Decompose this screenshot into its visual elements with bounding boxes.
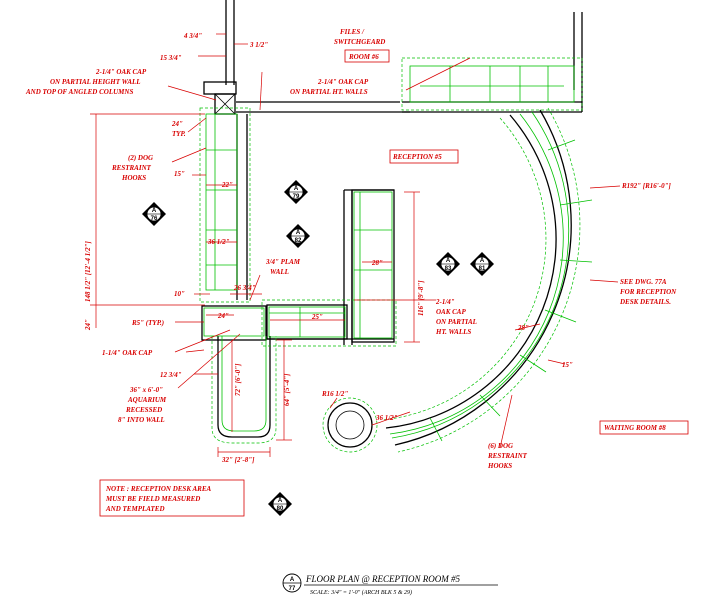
dim-28-b: 28" [517,324,529,332]
oak-cap-left-2: ON PARTIAL HEIGHT WALL [50,78,141,86]
dim-24-side: 24" [84,319,92,331]
dim-15-3-4: 15 3/4" [160,54,182,62]
reception-label: RECEPTION #5 [392,153,442,161]
dim-25: 25" [311,313,323,321]
oak-cap-left-3: AND TOP OF ANGLED COLUMNS [25,88,133,96]
svg-text:A: A [152,208,157,214]
note-line-3: AND TEMPLATED [105,505,165,513]
reception-box [389,149,459,164]
dog-hooks-b-3: HOOKS [487,462,512,470]
section-marker-a80: A 80 [268,492,292,516]
svg-text:81: 81 [479,266,486,272]
svg-text:83: 83 [445,266,452,272]
dim-15-b: 15" [562,361,573,369]
dim-36-1-2: 36 1/2" [207,238,230,246]
dim-148: 148 1/2" [12'-4 1/2"] [84,240,92,302]
note-line-2: MUST BE FIELD MEASURED [105,495,200,503]
oak-cap-right-2: ON PARTIAL HT. WALLS [290,88,368,96]
waiting-label: WAITING ROOM #8 [604,424,666,432]
files-label-2: SWITCHGEARD [334,38,385,46]
waiting-box [599,420,689,435]
svg-text:A: A [296,230,301,236]
plam-wall-1: 3/4" PLAM [265,258,301,266]
svg-text:82: 82 [295,238,302,244]
section-marker-a76: A 76 [142,202,166,226]
note-line-1: NOTE : RECEPTION DESK AREA [105,485,211,493]
plan-scale: SCALE: 3/4" = 1'-0" (ARCH BLK 5 & 29) [310,589,412,596]
svg-text:80: 80 [277,506,284,512]
dim-64: 64" [5'-4"] [283,373,291,406]
dim-72: 72" [6'-0"] [234,363,242,396]
aquarium-3: RECESSED [125,406,162,414]
section-marker-a82: A 82 [286,224,310,248]
svg-text:A: A [446,258,451,264]
dim-r5: R5" (TYP.) [131,319,164,327]
oak-cap-mid-3: ON PARTIAL [436,318,477,326]
drawing-title: A 77 FLOOR PLAN @ RECEPTION ROOM #5 SCAL… [282,573,498,596]
dim-28-a: 28" [371,259,383,267]
dim-24-typ-1: 24" [171,120,183,128]
see-dwg-3: DESK DETAILS. [619,298,671,306]
dim-r16: R16 1/2" [321,390,348,398]
svg-text:A: A [480,258,485,264]
svg-text:76: 76 [151,216,158,222]
svg-text:A: A [278,498,283,504]
oak-cap-mid-4: HT. WALLS [435,328,471,336]
aquarium-1: 36" x 6'-0" [129,386,163,394]
room-6-box [344,49,390,63]
dim-4-3-4: 4 3/4" [183,32,202,40]
section-marker-a81: A 81 [470,252,494,276]
note-box [99,479,245,517]
files-label-1: FILES / [340,28,365,36]
dim-15-a: 15" [174,170,185,178]
room-6-label: ROOM #6 [348,53,379,61]
oak-cap-left-1: 2-1/4" OAK CAP [95,68,147,76]
dog-hooks-b-1: (6) DOG [488,442,513,450]
section-marker-a79: A 79 [284,180,308,204]
dog-hooks-3: HOOKS [121,174,146,182]
see-dwg-1: SEE DWG. 77A [620,278,667,286]
dog-hooks-1: (2) DOG [128,154,153,162]
plan-title: FLOOR PLAN @ RECEPTION ROOM #5 [305,574,461,584]
dim-24-typ-2: TYP. [172,130,186,138]
dim-12-3-4: 12 3/4" [160,371,182,379]
dim-26-3-4: 26 3/4" [233,284,256,292]
dim-24-b: 24" [217,312,229,320]
aquarium-4: 8" INTO WALL [118,416,165,424]
dim-10: 10" [174,290,185,298]
oak-cap-mid-1: 2-1/4" [435,298,455,306]
aquarium-2: AQUARIUM [127,396,167,404]
dim-3-1-2: 3 1/2" [249,41,268,49]
svg-text:79: 79 [293,194,300,200]
svg-text:77: 77 [289,586,296,592]
oak-cap-right-1: 2-1/4" OAK CAP [317,78,369,86]
annotations: 4 3/4" 3 1/2" 15 3/4" FILES / SWITCHGEAR… [25,28,677,513]
oak-cap-low: 1-1/4" OAK CAP [102,349,153,357]
section-marker-a83: A 83 [436,252,460,276]
dog-hooks-b-2: RESTRAINT [487,452,528,460]
svg-text:A: A [294,186,299,192]
see-dwg-2: FOR RECEPTION [620,288,677,296]
svg-text:A: A [290,577,295,583]
plam-wall-2: WALL [270,268,289,276]
dimension-lines [90,33,621,457]
dim-36-b: 36 1/2" [375,414,398,422]
dim-32: 32" [2'-8"] [221,456,255,464]
dim-116: 116" [9'-8"] [417,280,425,316]
dog-hooks-2: RESTRAINT [111,164,152,172]
dim-r192: R192" [R16'-0"] [621,182,671,190]
oak-cap-mid-2: OAK CAP [436,308,466,316]
dim-22: 22" [221,181,233,189]
cabinet-detail [199,57,593,453]
